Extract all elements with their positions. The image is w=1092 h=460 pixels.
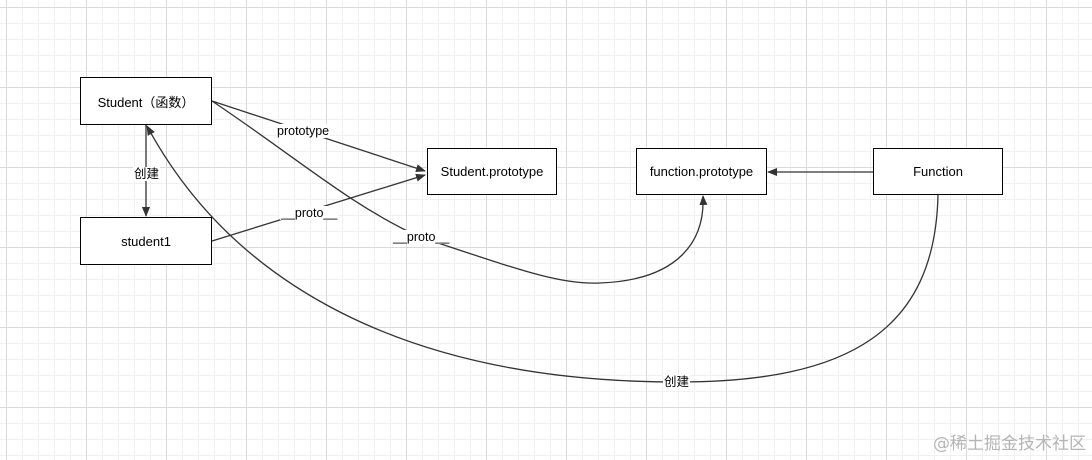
label-proto-student1: __proto__ xyxy=(280,206,339,220)
node-student1[interactable]: student1 xyxy=(80,217,212,265)
label-create-student: 创建 xyxy=(663,375,691,389)
node-function[interactable]: Function xyxy=(873,148,1003,195)
watermark-text: @稀土掘金技术社区 xyxy=(933,434,1086,454)
label-prototype: prototype xyxy=(276,124,331,138)
edge-proto-student xyxy=(211,100,708,284)
label-proto-student: __proto__ xyxy=(392,230,451,244)
node-student-prototype[interactable]: Student.prototype xyxy=(427,148,557,195)
label-create-student1: 创建 xyxy=(133,167,161,181)
node-student-function[interactable]: Student（函数） xyxy=(80,77,212,125)
edge-create-student xyxy=(146,125,939,383)
node-function-prototype[interactable]: function.prototype xyxy=(636,148,767,195)
